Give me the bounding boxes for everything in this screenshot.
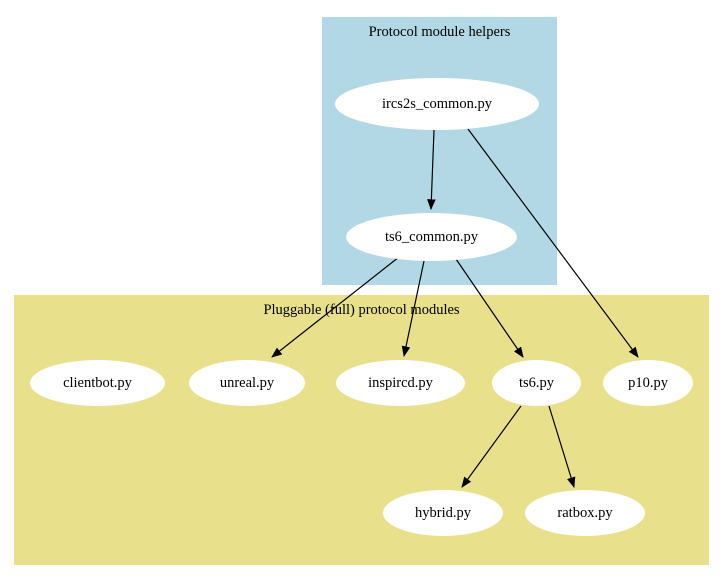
cluster-label-protocols: Pluggable (full) protocol modules [263, 302, 460, 318]
node-label-unreal: unreal.py [219, 374, 275, 391]
node-label-clientbot: clientbot.py [63, 374, 132, 391]
node-label-p10: p10.py [628, 374, 668, 391]
node-ircs2s_common: ircs2s_common.py [335, 78, 539, 130]
node-p10: p10.py [603, 360, 693, 406]
node-label-ts6: ts6.py [518, 374, 555, 391]
node-label-ircs2s_common: ircs2s_common.py [382, 95, 492, 112]
node-ts6_common: ts6_common.py [346, 213, 517, 261]
node-label-ts6_common: ts6_common.py [384, 228, 479, 245]
node-unreal: unreal.py [189, 360, 305, 406]
node-label-inspircd: inspircd.py [368, 374, 433, 391]
node-ratbox: ratbox.py [525, 490, 645, 536]
node-hybrid: hybrid.py [383, 490, 503, 536]
node-label-hybrid: hybrid.py [415, 504, 471, 521]
node-inspircd: inspircd.py [336, 360, 465, 406]
node-label-ratbox: ratbox.py [557, 504, 613, 521]
cluster-label-helpers: Protocol module helpers [368, 24, 511, 40]
node-clientbot: clientbot.py [30, 360, 165, 406]
node-ts6: ts6.py [492, 360, 581, 406]
